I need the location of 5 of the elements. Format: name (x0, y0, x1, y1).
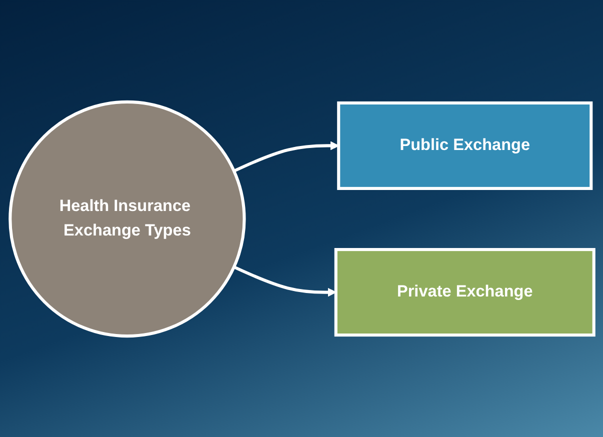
node-box: Private Exchange (334, 248, 595, 336)
arrow (232, 140, 339, 172)
arrow (232, 265, 336, 296)
node-circle: Health Insurance Exchange Types (8, 100, 246, 338)
node-box: Public Exchange (336, 100, 592, 190)
